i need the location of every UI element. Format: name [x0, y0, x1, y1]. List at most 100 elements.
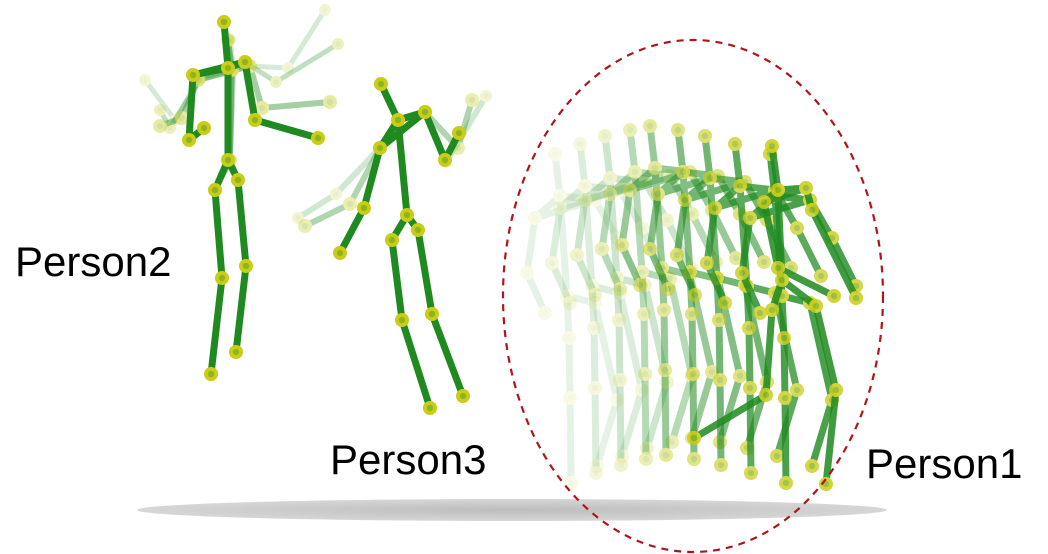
joint-core [632, 169, 638, 175]
joint-core [549, 260, 555, 266]
person2-label: Person2 [15, 238, 171, 285]
joint-core [661, 307, 667, 313]
joint-core [704, 260, 710, 266]
joint-core [157, 107, 162, 112]
joint-core [285, 65, 290, 70]
joint-core [577, 141, 583, 147]
joint-core [483, 93, 488, 98]
bone [432, 314, 463, 396]
joint-core [524, 270, 530, 276]
joint-core [739, 270, 745, 276]
joint-core [781, 335, 787, 341]
joint-core [733, 255, 739, 261]
joint-core [190, 72, 196, 78]
joint-core [737, 183, 743, 189]
joint-core [643, 456, 649, 462]
joint-core [429, 311, 435, 317]
joint-core [655, 191, 661, 197]
joint-core [737, 373, 743, 379]
joint-core [774, 453, 780, 459]
joint-core [674, 252, 680, 258]
joint-core [542, 310, 548, 316]
joint-core [427, 405, 433, 411]
joint-core [637, 282, 643, 288]
joint-core [557, 193, 563, 199]
bone [527, 218, 535, 273]
joint-core [568, 480, 574, 486]
joint-core [456, 130, 462, 136]
joint-core [641, 311, 647, 317]
joint-core [273, 79, 278, 84]
joint-core [691, 435, 697, 441]
joint-core [664, 217, 670, 223]
bone [644, 314, 645, 374]
joint-core [599, 246, 605, 252]
pose-frame [153, 33, 337, 381]
bone [797, 228, 821, 276]
joint-core [775, 265, 781, 271]
bone [288, 10, 325, 68]
bone [692, 314, 693, 374]
joint-core [747, 385, 753, 391]
joint-core [712, 205, 718, 211]
bone [255, 120, 318, 138]
joint-core [782, 395, 788, 401]
bone [784, 338, 785, 398]
joint-core [201, 125, 207, 131]
joint-core [327, 99, 333, 105]
joint-core [592, 292, 598, 298]
joint-core [395, 117, 401, 123]
joint-core [813, 303, 819, 309]
joint-core [691, 456, 697, 462]
joint-core [347, 201, 353, 207]
person3-label: Person3 [330, 436, 486, 483]
joint-core [692, 292, 698, 298]
joint-core [333, 191, 338, 196]
joint-core [853, 295, 859, 301]
joint-core [142, 77, 147, 82]
bone [552, 208, 560, 263]
bone [262, 102, 330, 108]
bone [620, 380, 621, 465]
joint-core [225, 157, 231, 163]
joint-core [702, 133, 708, 139]
bone [236, 266, 246, 352]
joint-core [377, 145, 383, 151]
bone [238, 180, 246, 266]
joint-core [616, 317, 622, 323]
person1-skeleton [520, 119, 863, 491]
joint-core [302, 223, 308, 229]
joint-core [225, 65, 231, 71]
joint-core [221, 19, 227, 25]
joint-core [647, 123, 653, 129]
joint-core [295, 215, 300, 220]
joint-core [335, 41, 340, 46]
joint-core [582, 197, 588, 203]
joint-core [675, 127, 681, 133]
joint-core [761, 259, 767, 265]
joint-core [662, 367, 668, 373]
joint-core [757, 310, 763, 316]
joint-core [722, 300, 728, 306]
bone [719, 320, 720, 380]
bone [602, 194, 610, 249]
joint-core [794, 387, 800, 393]
joint-core [532, 215, 538, 221]
bone [340, 208, 364, 253]
joint-core [647, 246, 653, 252]
joint-core [243, 263, 249, 269]
joint-core [259, 105, 265, 111]
pose-frame [139, 4, 331, 380]
joint-core [652, 165, 658, 171]
joint-core [442, 157, 448, 163]
joint-core [769, 307, 775, 313]
joint-core [574, 252, 580, 258]
joint-core [617, 377, 623, 383]
bone [693, 374, 694, 459]
joint-core [617, 286, 623, 292]
bone [622, 390, 642, 456]
joint-core [233, 349, 239, 355]
joint-core [212, 187, 218, 193]
joint-core [682, 197, 688, 203]
bone [619, 320, 620, 380]
